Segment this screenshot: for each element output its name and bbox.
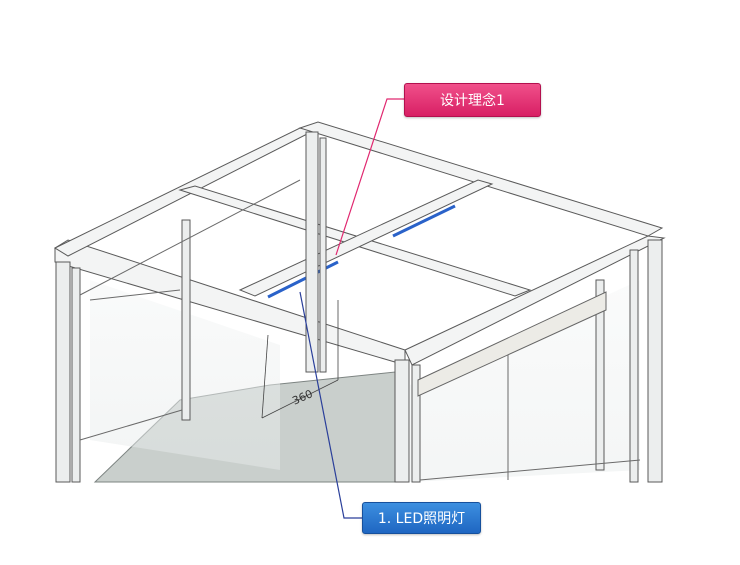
led-lighting-callout-button[interactable]: 1. LED照明灯	[362, 502, 481, 534]
concept-callout-button[interactable]: 设计理念1	[404, 83, 541, 117]
top-frame	[53, 121, 666, 366]
glass-panel-right	[410, 280, 640, 482]
door-panel	[417, 291, 607, 397]
led-leader-line	[299, 291, 362, 519]
vertical-posts	[55, 131, 663, 483]
dimension-annotation	[261, 300, 339, 419]
concept-leader-line	[335, 98, 404, 256]
